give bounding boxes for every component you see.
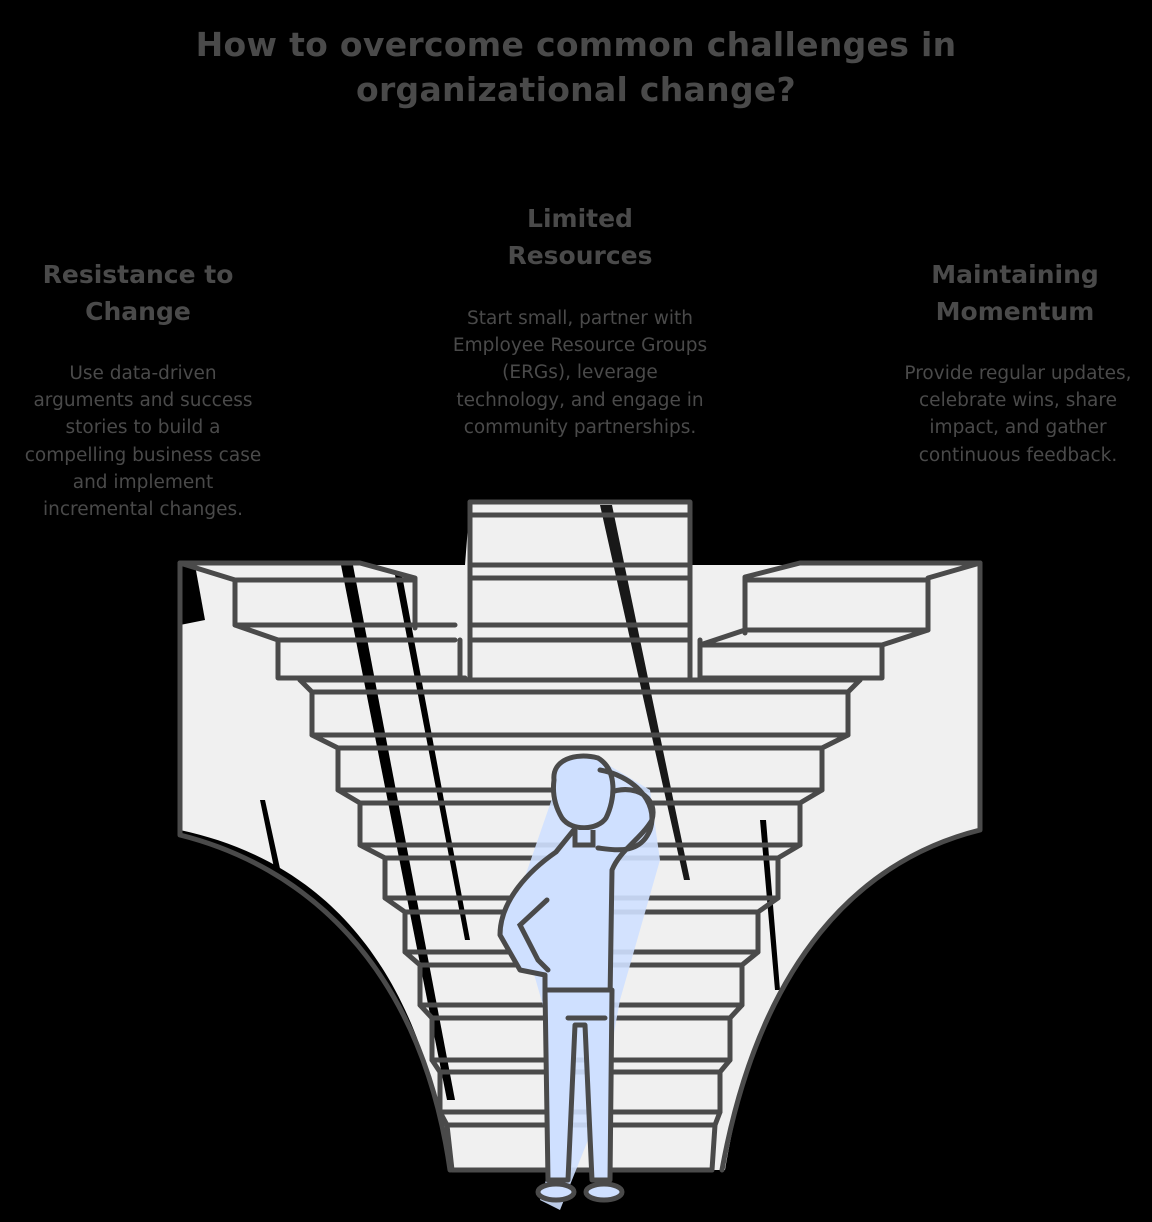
person-torso — [497, 787, 656, 1003]
person-arm-hip — [516, 897, 551, 973]
right-outer-curve — [719, 560, 983, 1173]
person-arm-raised — [595, 767, 655, 853]
left-outer-curve — [177, 560, 453, 1173]
page-title: How to overcome common challenges in org… — [195, 25, 957, 109]
person-foot-left — [535, 1181, 577, 1203]
person-legs — [542, 987, 615, 1183]
challenge-description-resistance: Use data-driven arguments and success st… — [24, 363, 262, 521]
challenge-heading-resistance: Resistance to Change — [42, 260, 234, 326]
person-head — [551, 753, 616, 831]
challenge-heading-resources: Limited Resources — [507, 204, 653, 270]
challenge-heading-momentum: Maintaining Momentum — [931, 260, 1099, 326]
challenge-description-resources: Start small, partner with Employee Resou… — [452, 308, 708, 438]
challenge-description-momentum: Provide regular updates, celebrate wins,… — [904, 363, 1132, 466]
person-figure — [497, 753, 660, 1210]
person-foot-right — [583, 1181, 625, 1203]
